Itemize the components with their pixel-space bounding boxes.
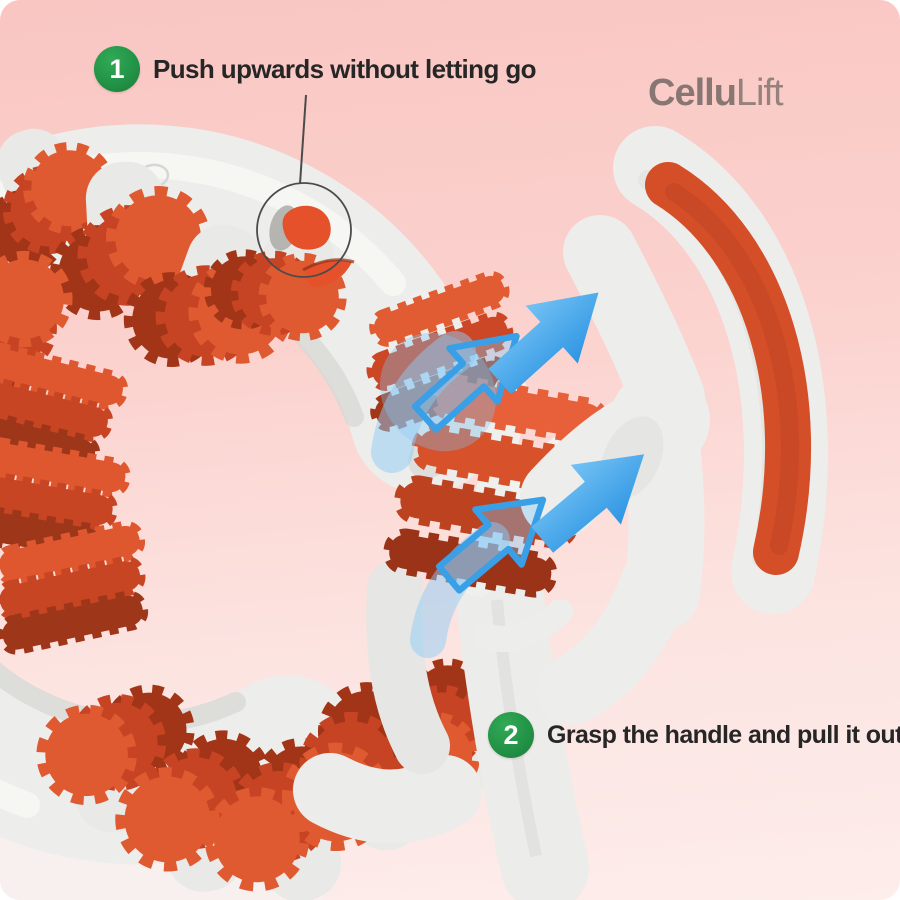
latch-slot	[305, 260, 352, 287]
brand-logo: CelluLift	[648, 72, 784, 115]
step-1-annotation: 1 Push upwards without letting go	[94, 46, 537, 92]
release-button-group	[256, 94, 355, 287]
handle	[520, 126, 828, 725]
brand-name-bold: Cellu	[648, 72, 737, 114]
pull-arrows-upper	[371, 263, 625, 473]
brand-name-light: Lift	[735, 72, 784, 114]
motion-swoosh	[371, 331, 476, 473]
step-1-badge-icon: 1	[94, 46, 140, 92]
step-2-badge-icon: 2	[488, 712, 534, 758]
pull-arrows-lower	[410, 424, 670, 658]
callout-leader-line	[299, 94, 307, 185]
handle-lower-flare	[537, 550, 690, 725]
button-callout-circle	[256, 182, 352, 278]
step-1-label: Push upwards without letting go	[153, 53, 537, 84]
ring-band-highlight	[0, 151, 406, 818]
release-button	[282, 205, 331, 250]
hook-lip	[474, 599, 573, 652]
step-2-annotation: 2 Grasp the handle and pull it out	[488, 712, 900, 758]
step-2-label: Grasp the handle and pull it out	[547, 720, 900, 749]
